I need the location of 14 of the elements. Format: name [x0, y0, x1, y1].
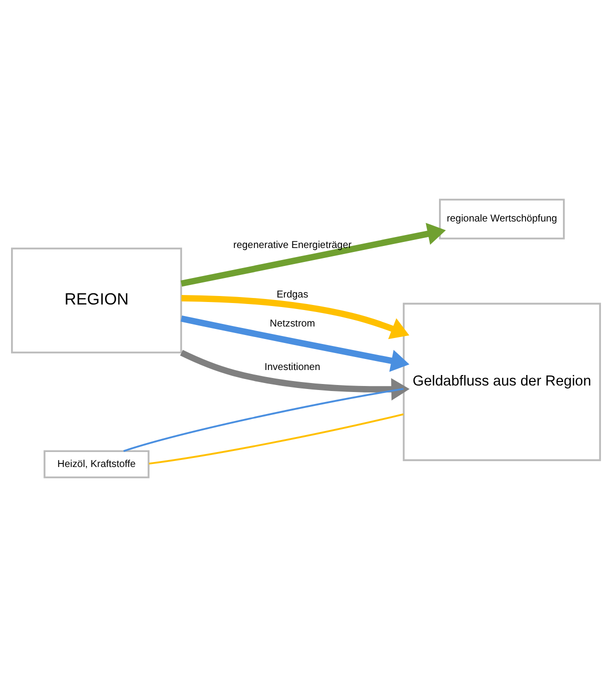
node-box: REGION [11, 248, 182, 354]
arrow [180, 222, 446, 287]
arrow [180, 315, 410, 372]
arrow [181, 295, 410, 340]
edge-label: Erdgas [276, 290, 308, 301]
connector [123, 388, 404, 452]
edge-label: regenerative Energieträger [233, 240, 352, 251]
edge-label: Netzstrom [270, 318, 316, 330]
node-box: Geldabfluss aus der Region [402, 302, 601, 462]
arrow [180, 350, 410, 401]
node-box: regionale Wertschöpfung [439, 198, 565, 240]
edge-label: Investitionen [264, 362, 320, 373]
node-box: Heizöl, Kraftstoffe [44, 450, 150, 478]
connector [148, 413, 404, 465]
